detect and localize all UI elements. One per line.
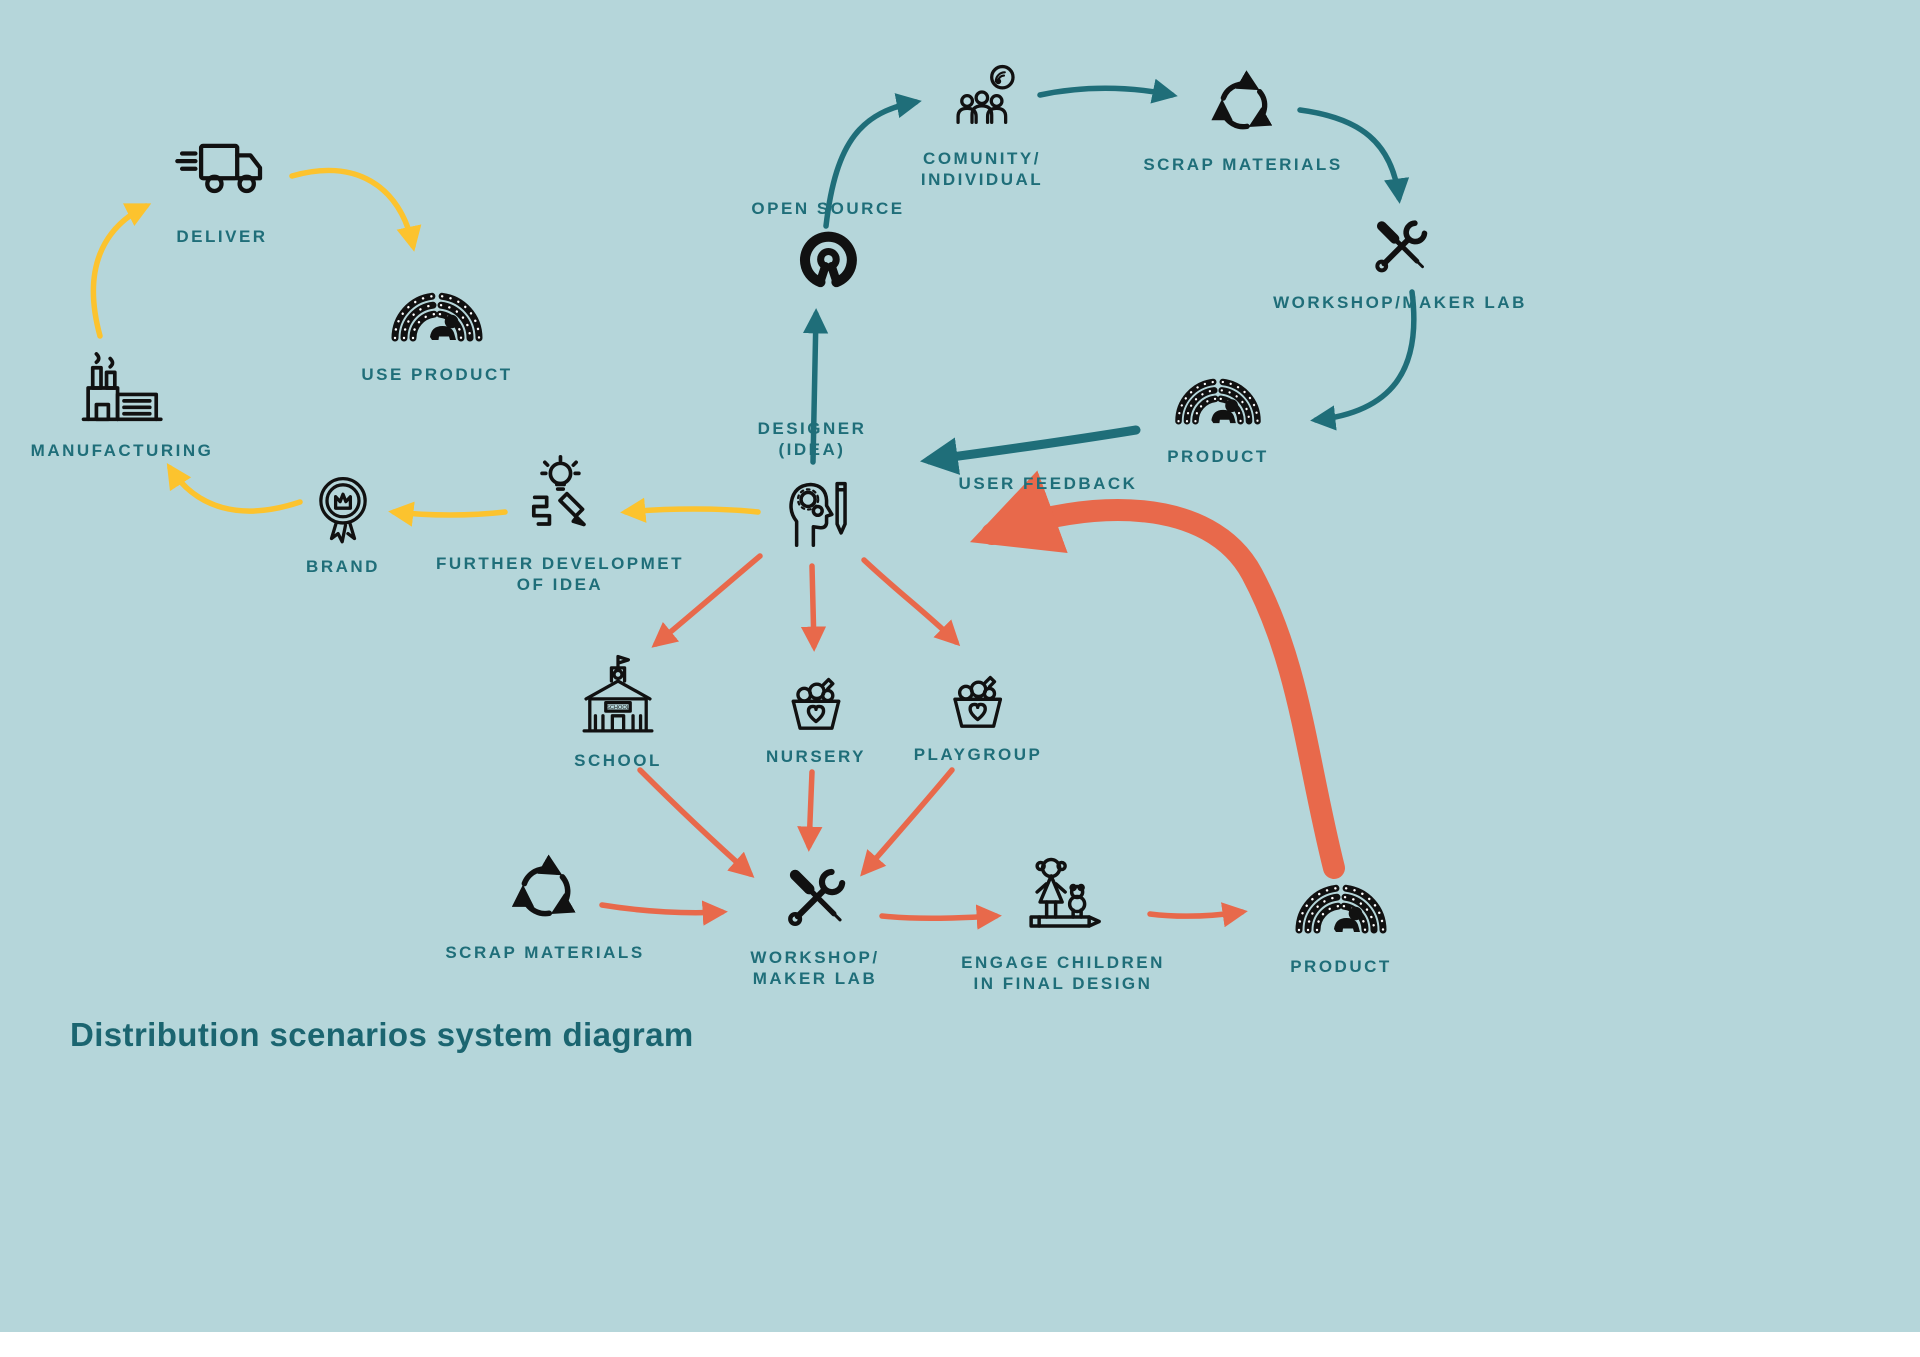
engage-children-label-line1: ENGAGE CHILDREN: [961, 953, 1165, 972]
node-designer: DESIGNER (IDEA): [758, 418, 867, 554]
rainbow-baby-icon: [360, 258, 515, 358]
arrow-school-to-workshop: [637, 767, 755, 878]
arrow-scrap-materials-to-workshop-bottom: [599, 900, 728, 926]
community-label-line1: COMUNITY/: [923, 149, 1041, 168]
arrow-scrap-materials-to-workshop: [1297, 107, 1410, 204]
community-label-line2: INDIVIDUAL: [920, 170, 1044, 189]
workshop-bottom-label-line1: WORKSHOP/: [750, 948, 880, 967]
node-product-top: PRODUCT: [1143, 346, 1293, 467]
recycle-icon: [1201, 66, 1285, 148]
designer-label-line1: DESIGNER: [757, 419, 867, 438]
arrow-designer-to-nursery: [800, 563, 827, 652]
designer-label-line2: (IDEA): [778, 440, 846, 459]
arrow-designer-to-open-source: [802, 308, 829, 465]
node-community: COMUNITY/ INDIVIDUAL: [921, 60, 1043, 190]
arrow-designer-to-playgroup: [861, 557, 961, 647]
arrow-further-development-to-brand: [388, 501, 508, 527]
scrap-materials-top-label: SCRAP MATERIALS: [1143, 155, 1343, 174]
engage-children-label-line2: IN FINAL DESIGN: [973, 974, 1153, 993]
deliver-label: DELIVER: [176, 227, 268, 246]
arrow-product-feedback-to-designer: [969, 470, 1345, 879]
node-brand: BRAND: [302, 468, 384, 577]
node-scrap-materials-bottom: SCRAP MATERIALS: [445, 850, 644, 963]
manufacturing-label: MANUFACTURING: [30, 441, 214, 460]
node-school: SCHOOL: [569, 650, 667, 771]
arrow-deliver-to-use-product: [289, 167, 422, 252]
workshop-top-label: WORKSHOP/MAKER LAB: [1273, 293, 1527, 312]
arrow-playgroup-to-workshop: [860, 767, 955, 877]
arrow-workshop-to-product: [1310, 289, 1417, 431]
arrow-brand-to-manufacturing: [166, 463, 303, 514]
node-product-bottom: PRODUCT: [1261, 850, 1421, 977]
brand-label: BRAND: [306, 557, 380, 576]
product-top-label: PRODUCT: [1167, 447, 1269, 466]
arrow-community-to-scrap-materials: [1037, 78, 1178, 104]
nursery-label: NURSERY: [766, 747, 866, 766]
scrap-materials-bottom-label: SCRAP MATERIALS: [445, 943, 645, 962]
node-playgroup: PLAYGROUP: [914, 654, 1043, 765]
crossed-tools-icon: [1360, 206, 1440, 286]
open-source-label: OPEN SOURCE: [751, 199, 905, 218]
arrow-manufacturing-to-deliver: [90, 203, 152, 339]
recycle-icon: [502, 850, 588, 936]
use-product-label: USE PRODUCT: [361, 365, 513, 384]
arrow-designer-to-school: [651, 553, 763, 648]
rainbow-baby-icon: [1143, 346, 1293, 440]
open-source-icon: [789, 225, 867, 303]
arrow-nursery-to-workshop: [797, 769, 823, 852]
node-scrap-materials-top: SCRAP MATERIALS: [1143, 66, 1342, 175]
node-engage-children: ENGAGE CHILDREN IN FINAL DESIGN: [961, 846, 1165, 994]
further-development-label-line1: FURTHER DEVELOPMET: [435, 554, 685, 573]
node-workshop-maker-lab-top: WORKSHOP/MAKER LAB: [1273, 206, 1527, 313]
node-deliver: DELIVER: [162, 125, 282, 247]
arrow-engage-children-to-product: [1147, 902, 1248, 928]
diagram-title: Distribution scenarios system diagram: [70, 1016, 694, 1053]
node-nursery: NURSERY: [766, 656, 866, 767]
delivery-truck-icon: [162, 125, 282, 220]
arrow-designer-to-further-development: [620, 497, 761, 523]
children-pencil-icon: [1011, 846, 1115, 946]
toy-basket-icon: [936, 654, 1020, 738]
school-label: SCHOOL: [574, 751, 662, 770]
award-badge-icon: [302, 468, 384, 550]
rainbow-baby-icon: [1261, 850, 1421, 950]
toy-basket-icon: [774, 656, 858, 740]
bottom-margin-strip: [0, 1332, 1920, 1357]
further-development-label-line2: OF IDEA: [516, 575, 604, 594]
node-further-development: FURTHER DEVELOPMET OF IDEA: [436, 455, 684, 595]
user-feedback-label: USER FEEDBACK: [958, 474, 1138, 493]
school-building-icon: [569, 650, 667, 744]
idea-sketch-icon: [513, 455, 608, 547]
node-workshop-maker-lab-bottom: WORKSHOP/ MAKER LAB: [750, 853, 879, 989]
product-bottom-label: PRODUCT: [1290, 957, 1392, 976]
crossed-tools-icon: [771, 853, 859, 941]
arrow-open-source-to-community: [823, 93, 922, 229]
node-manufacturing: MANUFACTURING: [31, 342, 214, 461]
factory-icon: [60, 342, 185, 434]
community-radar-icon: [939, 60, 1025, 142]
designer-head-icon: [768, 466, 856, 554]
arrow-workshop-to-engage-children: [879, 904, 1002, 930]
playgroup-label: PLAYGROUP: [913, 745, 1043, 764]
node-open-source: OPEN SOURCE: [751, 198, 904, 303]
node-use-product: USE PRODUCT: [360, 258, 515, 385]
workshop-bottom-label-line2: MAKER LAB: [752, 969, 878, 988]
arrow-user-feedback: [920, 425, 1141, 475]
